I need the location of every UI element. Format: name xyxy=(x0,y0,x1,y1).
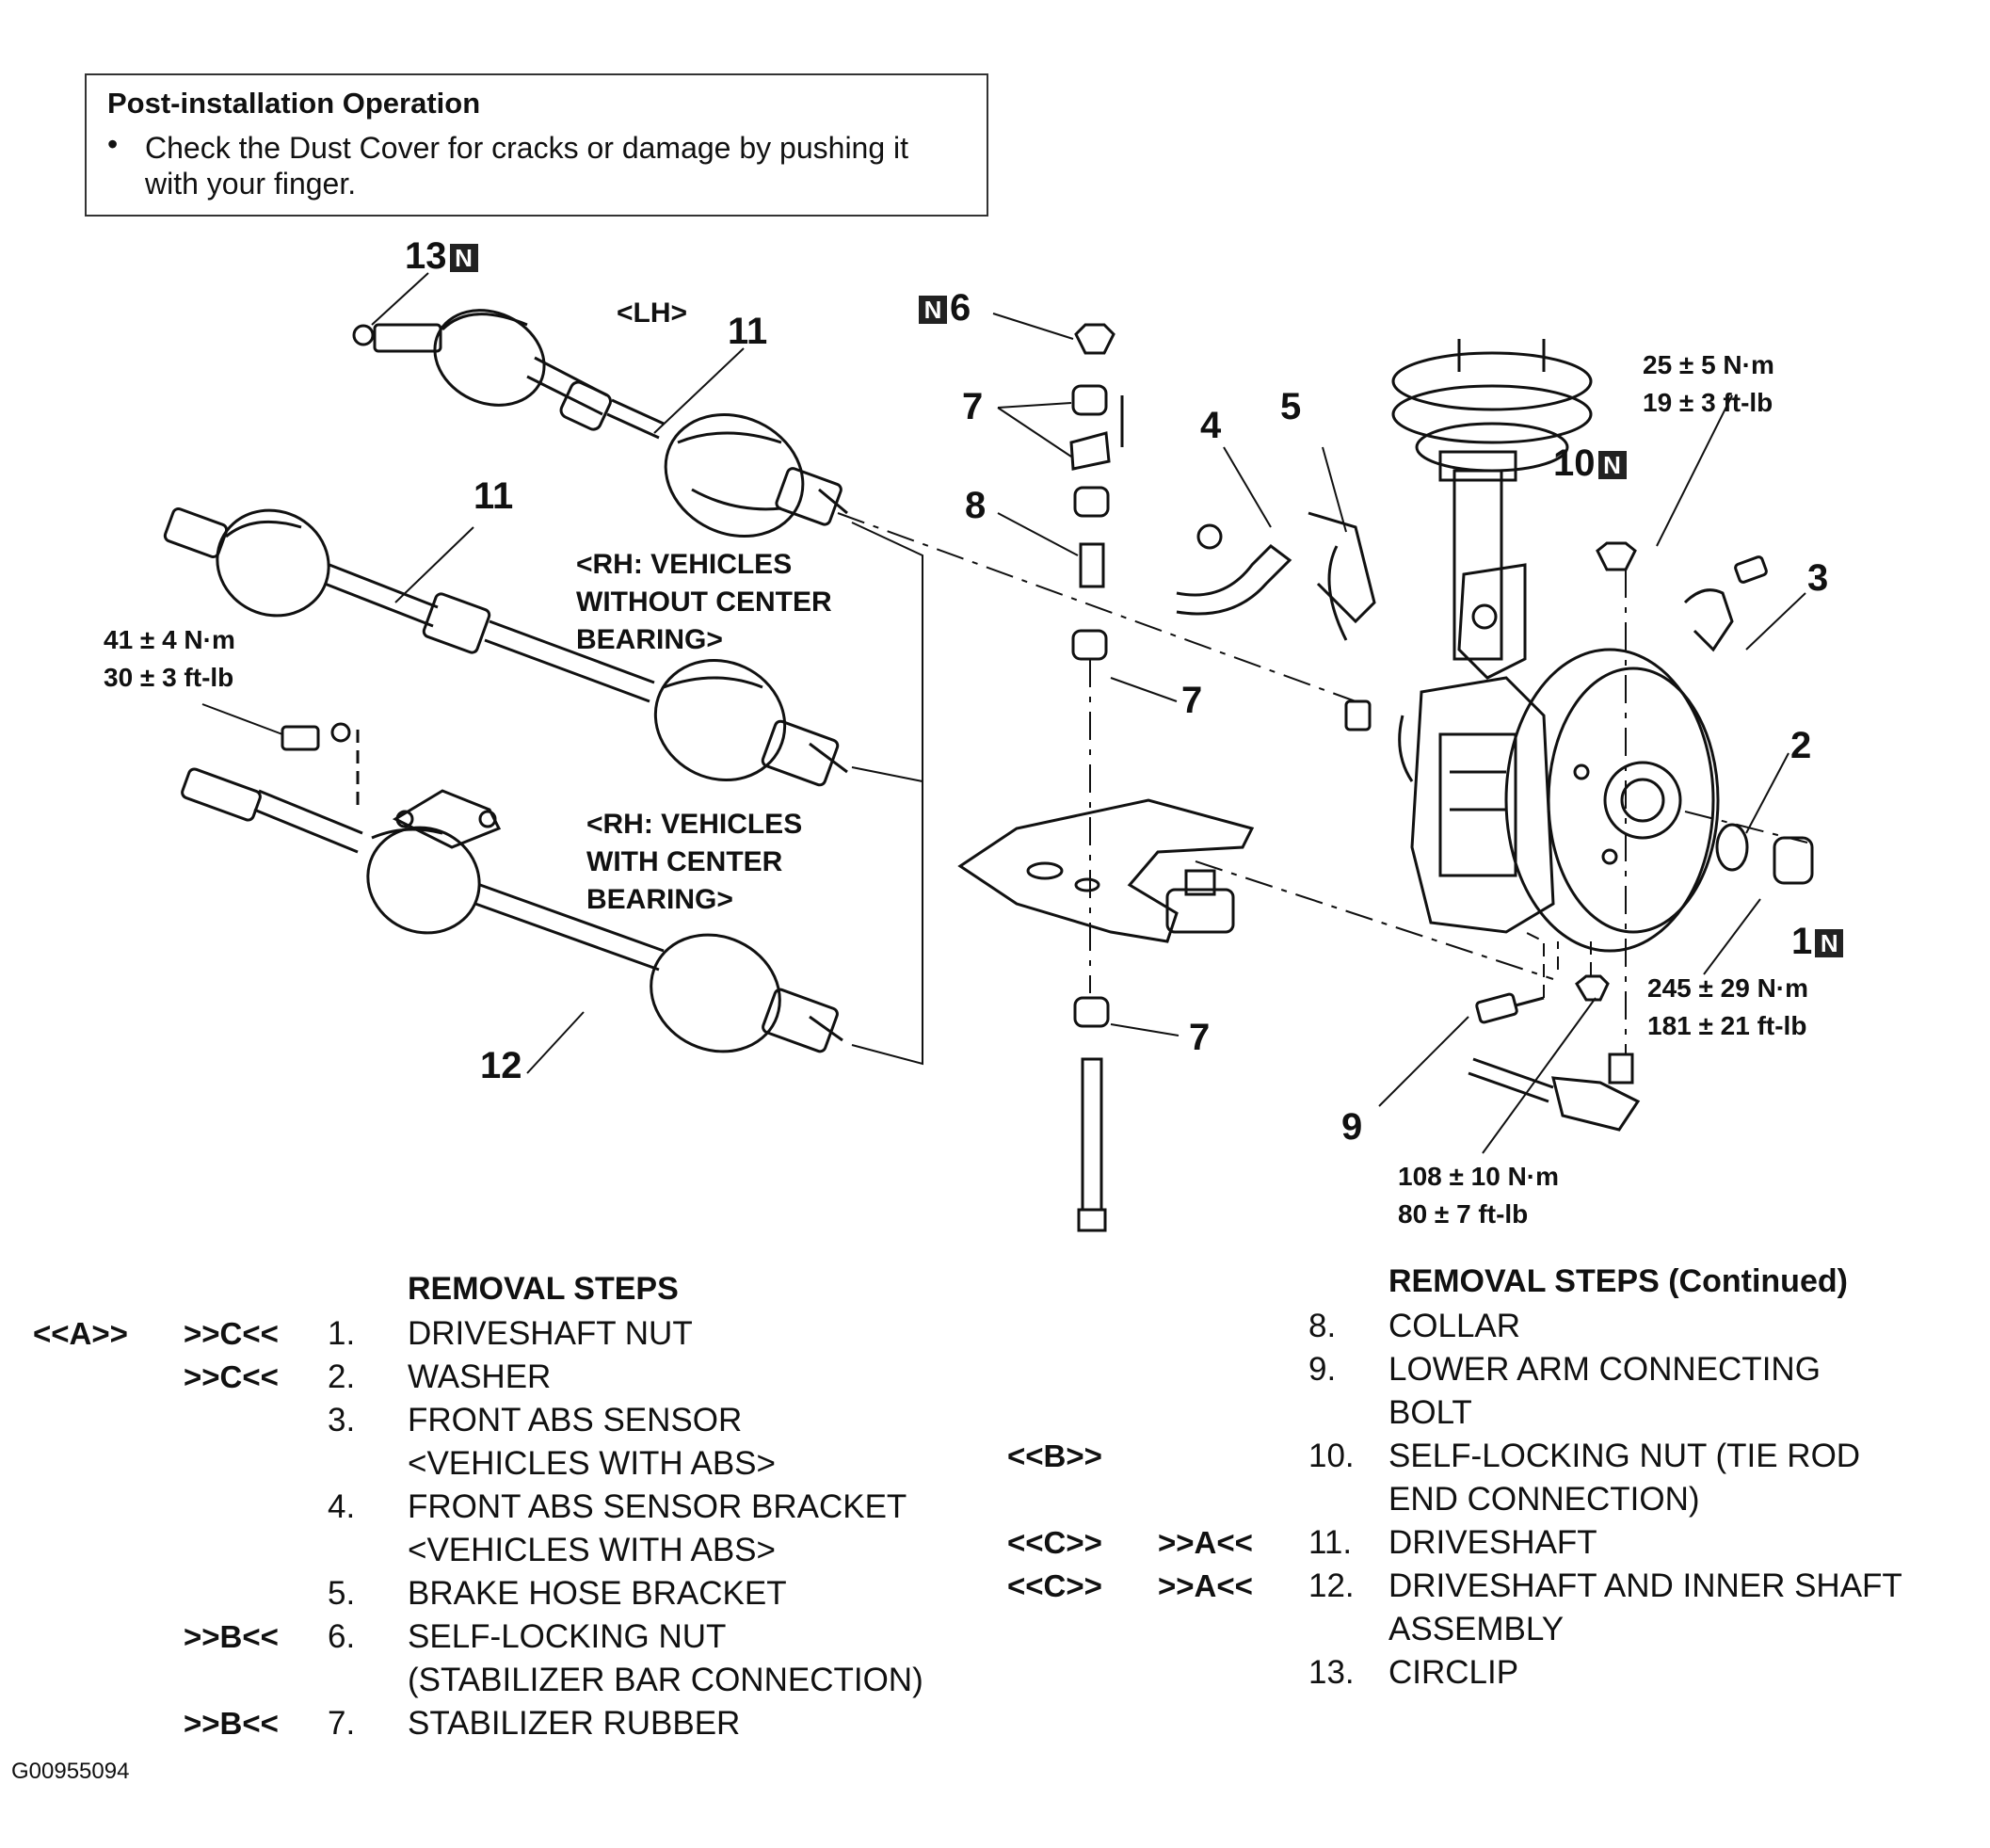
callout-8: 8 xyxy=(965,485,987,526)
step-11-num: 11. xyxy=(1308,1524,1353,1561)
step-12-num: 12. xyxy=(1308,1567,1355,1604)
step-7-text: STABILIZER RUBBER xyxy=(408,1705,741,1742)
post-installation-note: Post-installation Operation • Check the … xyxy=(85,73,988,217)
step-1-ref-a: <<A>> xyxy=(33,1316,128,1351)
step-4-text-cont: <VEHICLES WITH ABS> xyxy=(408,1532,776,1568)
step-8-num: 8. xyxy=(1308,1308,1337,1344)
step-1-num: 1. xyxy=(328,1315,356,1352)
step-7-num: 7. xyxy=(328,1705,356,1742)
callout-3: 3 xyxy=(1807,557,1829,599)
step-11-ref-b: >>A<< xyxy=(1158,1525,1253,1560)
callout-2: 2 xyxy=(1790,725,1812,766)
step-4-text: FRONT ABS SENSOR BRACKET xyxy=(408,1488,907,1525)
step-3-num: 3. xyxy=(328,1402,356,1438)
variant-rh-with-1: <RH: VEHICLES xyxy=(586,809,803,840)
step-13-text: CIRCLIP xyxy=(1388,1654,1519,1691)
step-12-text: DRIVESHAFT AND INNER SHAFT xyxy=(1388,1567,1902,1604)
callout-5: 5 xyxy=(1280,386,1302,427)
step-2-ref-b: >>C<< xyxy=(184,1359,279,1394)
strut-spring xyxy=(1391,339,1593,661)
variant-rh-with-2: WITH CENTER xyxy=(586,846,783,877)
step-5-num: 5. xyxy=(328,1575,356,1612)
step-1-ref-b: >>C<< xyxy=(184,1316,279,1351)
note-line-1: Check the Dust Cover for cracks or damag… xyxy=(145,131,909,165)
removal-steps-heading: REMOVAL STEPS xyxy=(408,1271,679,1307)
new-part-badge: N xyxy=(1815,929,1844,958)
callout-4: 4 xyxy=(1200,405,1222,446)
new-part-badge: N xyxy=(919,296,947,325)
callout-11-rh: 11 xyxy=(473,475,514,517)
step-6-text: SELF-LOCKING NUT xyxy=(408,1618,727,1655)
callout-12: 12 xyxy=(480,1045,522,1086)
variant-rh-without-2: WITHOUT CENTER xyxy=(576,587,832,618)
variant-rh-with-3: BEARING> xyxy=(586,884,733,915)
callout-11-lh: 11 xyxy=(728,311,768,352)
stabilizer-link-stack xyxy=(1069,323,1124,1232)
step-10-text: SELF-LOCKING NUT (TIE ROD xyxy=(1388,1438,1861,1474)
rh-driveshaft-center-bearing xyxy=(181,722,843,1053)
torque-bottom-ft: 80 ± 7 ft-lb xyxy=(1398,1199,1529,1229)
lh-driveshaft xyxy=(352,309,848,538)
note-line-2: with your finger. xyxy=(145,167,357,201)
step-10-text-cont: END CONNECTION) xyxy=(1388,1481,1700,1518)
variant-rh-without-1: <RH: VEHICLES xyxy=(576,549,793,580)
step-9-text: LOWER ARM CONNECTING xyxy=(1388,1351,1821,1388)
callout-7-mid: 7 xyxy=(1181,680,1203,721)
step-10-num: 10. xyxy=(1308,1438,1355,1474)
figure-id: G00955094 xyxy=(11,1759,130,1784)
step-12-ref-a: <<C>> xyxy=(1007,1568,1102,1603)
step-5-text: BRAKE HOSE BRACKET xyxy=(408,1575,787,1612)
step-2-text: WASHER xyxy=(408,1358,552,1395)
step-8-text: COLLAR xyxy=(1388,1308,1521,1344)
torque-left-ft: 30 ± 3 ft-lb xyxy=(104,663,234,692)
step-13-num: 13. xyxy=(1308,1654,1355,1691)
abs-and-brackets xyxy=(1176,511,1768,782)
step-12-text-cont: ASSEMBLY xyxy=(1388,1611,1565,1647)
step-3-text-cont: <VEHICLES WITH ABS> xyxy=(408,1445,776,1482)
step-9-num: 9. xyxy=(1308,1351,1337,1388)
knuckle-rotor-assembly xyxy=(1410,563,1814,953)
step-1-text: DRIVESHAFT NUT xyxy=(408,1315,693,1352)
callout-9: 9 xyxy=(1341,1106,1363,1148)
new-part-badge: N xyxy=(1597,451,1627,480)
torque-hub-nm: 245 ± 29 N·m xyxy=(1647,973,1809,1003)
step-10-ref-a: <<B>> xyxy=(1007,1438,1102,1473)
torque-top-nm: 25 ± 5 N·m xyxy=(1643,350,1774,379)
step-4-num: 4. xyxy=(328,1488,356,1525)
step-3-text: FRONT ABS SENSOR xyxy=(408,1402,743,1438)
callout-7-top: 7 xyxy=(962,386,984,427)
step-2-num: 2. xyxy=(328,1358,356,1395)
callout-7-bottom: 7 xyxy=(1189,1017,1211,1058)
variant-lh: <LH> xyxy=(617,297,688,329)
step-12-ref-b: >>A<< xyxy=(1158,1568,1253,1603)
torque-hub-ft: 181 ± 21 ft-lb xyxy=(1647,1011,1807,1040)
step-6-ref-b: >>B<< xyxy=(184,1619,279,1654)
tie-rod-end xyxy=(1468,541,1641,1132)
torque-top-ft: 19 ± 3 ft-lb xyxy=(1643,388,1773,417)
leader-lines xyxy=(201,272,1806,1154)
note-title: Post-installation Operation xyxy=(107,87,481,120)
note-bullet: • xyxy=(107,127,119,161)
step-11-text: DRIVESHAFT xyxy=(1388,1524,1597,1561)
removal-steps-cont-heading: REMOVAL STEPS (Continued) xyxy=(1388,1263,1848,1299)
new-part-badge: N xyxy=(449,244,478,273)
step-6-num: 6. xyxy=(328,1618,356,1655)
torque-bottom-nm: 108 ± 10 N·m xyxy=(1398,1162,1560,1191)
step-7-ref-b: >>B<< xyxy=(184,1706,279,1741)
step-6-text-cont: (STABILIZER BAR CONNECTION) xyxy=(408,1662,923,1698)
step-11-ref-a: <<C>> xyxy=(1007,1525,1102,1560)
rh-driveshaft-no-bearing xyxy=(163,507,848,787)
step-9-text-cont: BOLT xyxy=(1388,1394,1472,1431)
lower-arm xyxy=(957,798,1554,980)
torque-left-nm: 41 ± 4 N·m xyxy=(104,625,235,654)
variant-rh-without-3: BEARING> xyxy=(576,624,723,655)
